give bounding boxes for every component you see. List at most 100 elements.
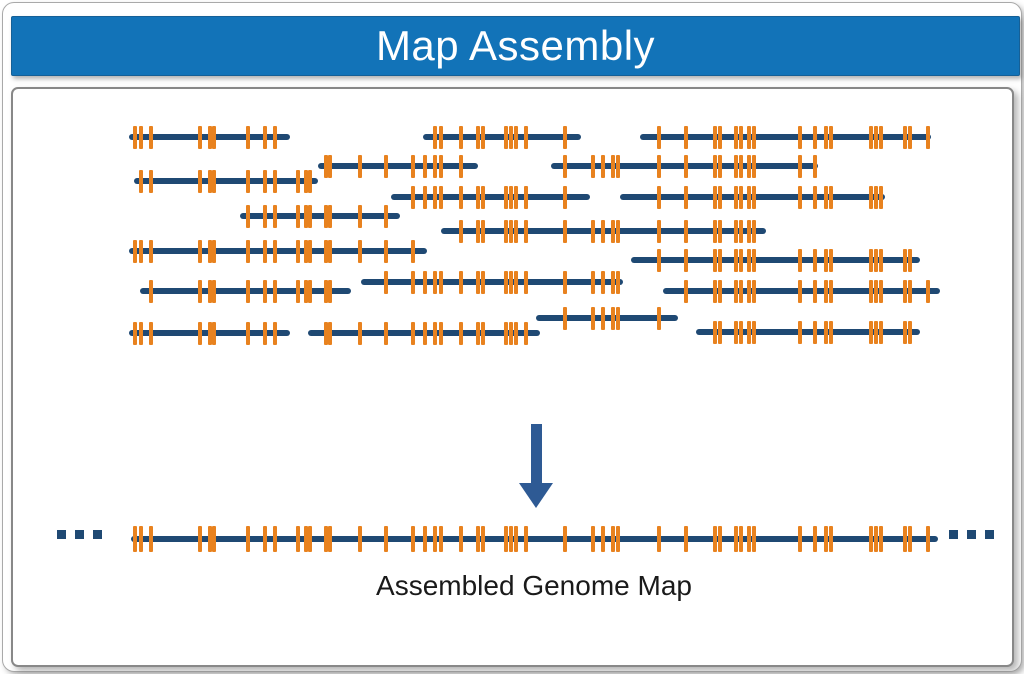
- label-site-tick: [358, 239, 362, 263]
- label-site-tick: [752, 219, 756, 243]
- label-site-tick: [903, 125, 907, 149]
- label-site-tick: [439, 154, 443, 178]
- label-site-tick: [824, 185, 828, 209]
- label-site-tick: [246, 279, 250, 303]
- label-site-tick: [611, 154, 615, 178]
- label-site-tick: [874, 526, 878, 552]
- label-site-tick: [752, 185, 756, 209]
- label-site-tick: [139, 526, 143, 552]
- label-site-tick: [611, 306, 615, 330]
- label-site-tick: [874, 248, 878, 272]
- assembled-map-line: [131, 526, 938, 552]
- title-bar: Map Assembly: [11, 16, 1020, 76]
- label-site-tick: [324, 204, 328, 228]
- map-fragment: [423, 125, 581, 149]
- label-site-tick: [734, 526, 738, 552]
- label-site-tick: [246, 169, 250, 193]
- label-site-tick: [308, 204, 312, 228]
- label-site-tick: [657, 154, 661, 178]
- label-site-tick: [616, 154, 620, 178]
- map-fragment: [240, 204, 400, 228]
- label-site-tick: [423, 270, 427, 294]
- label-site-tick: [514, 125, 518, 149]
- map-fragment: [129, 125, 290, 149]
- label-site-tick: [829, 248, 833, 272]
- label-site-tick: [824, 248, 828, 272]
- label-site-tick: [208, 239, 212, 263]
- label-site-tick: [718, 320, 722, 344]
- label-site-tick: [657, 248, 661, 272]
- label-site-tick: [476, 185, 480, 209]
- label-site-tick: [734, 248, 738, 272]
- label-site-tick: [481, 125, 485, 149]
- label-site-tick: [591, 306, 595, 330]
- map-fragment: [640, 125, 931, 149]
- label-site-tick: [433, 154, 437, 178]
- label-site-tick: [591, 526, 595, 552]
- label-site-tick: [813, 125, 817, 149]
- label-site-tick: [411, 185, 415, 209]
- label-site-tick: [563, 219, 567, 243]
- label-site-tick: [481, 185, 485, 209]
- label-site-tick: [926, 125, 930, 149]
- label-site-tick: [684, 248, 688, 272]
- label-site-tick: [324, 154, 328, 178]
- label-site-tick: [616, 526, 620, 552]
- label-site-tick: [718, 279, 722, 303]
- label-site-tick: [358, 154, 362, 178]
- ellipsis-dot: [949, 530, 958, 539]
- label-site-tick: [524, 321, 528, 345]
- label-site-tick: [718, 154, 722, 178]
- label-site-tick: [304, 526, 308, 552]
- label-site-tick: [747, 526, 751, 552]
- label-site-tick: [601, 219, 605, 243]
- label-site-tick: [747, 219, 751, 243]
- label-site-tick: [246, 321, 250, 345]
- map-fragment: [441, 219, 766, 243]
- label-site-tick: [514, 270, 518, 294]
- label-site-tick: [874, 125, 878, 149]
- label-site-tick: [273, 279, 277, 303]
- label-site-tick: [869, 185, 873, 209]
- label-site-tick: [879, 185, 883, 209]
- label-site-tick: [813, 526, 817, 552]
- label-site-tick: [747, 185, 751, 209]
- label-site-tick: [684, 185, 688, 209]
- label-site-tick: [509, 321, 513, 345]
- label-site-tick: [384, 526, 388, 552]
- label-site-tick: [328, 526, 332, 552]
- label-site-tick: [423, 321, 427, 345]
- label-site-tick: [718, 185, 722, 209]
- label-site-tick: [713, 279, 717, 303]
- diagram-panel: Assembled Genome Map: [11, 87, 1014, 667]
- label-site-tick: [328, 204, 332, 228]
- label-site-tick: [481, 219, 485, 243]
- label-site-tick: [684, 125, 688, 149]
- label-site-tick: [411, 526, 415, 552]
- label-site-tick: [829, 279, 833, 303]
- map-fragment: [129, 239, 427, 263]
- label-site-tick: [713, 125, 717, 149]
- label-site-tick: [263, 321, 267, 345]
- label-site-tick: [509, 270, 513, 294]
- label-site-tick: [296, 169, 300, 193]
- label-site-tick: [879, 248, 883, 272]
- label-site-tick: [752, 154, 756, 178]
- label-site-tick: [874, 320, 878, 344]
- label-site-tick: [324, 279, 328, 303]
- label-site-tick: [908, 248, 912, 272]
- map-fragment: [318, 154, 478, 178]
- label-site-tick: [563, 306, 567, 330]
- label-site-tick: [212, 526, 216, 552]
- label-site-tick: [133, 125, 137, 149]
- label-site-tick: [476, 125, 480, 149]
- label-site-tick: [273, 321, 277, 345]
- label-site-tick: [476, 219, 480, 243]
- label-site-tick: [212, 321, 216, 345]
- label-site-tick: [308, 279, 312, 303]
- label-site-tick: [734, 125, 738, 149]
- label-site-tick: [324, 321, 328, 345]
- label-site-tick: [439, 270, 443, 294]
- label-site-tick: [879, 125, 883, 149]
